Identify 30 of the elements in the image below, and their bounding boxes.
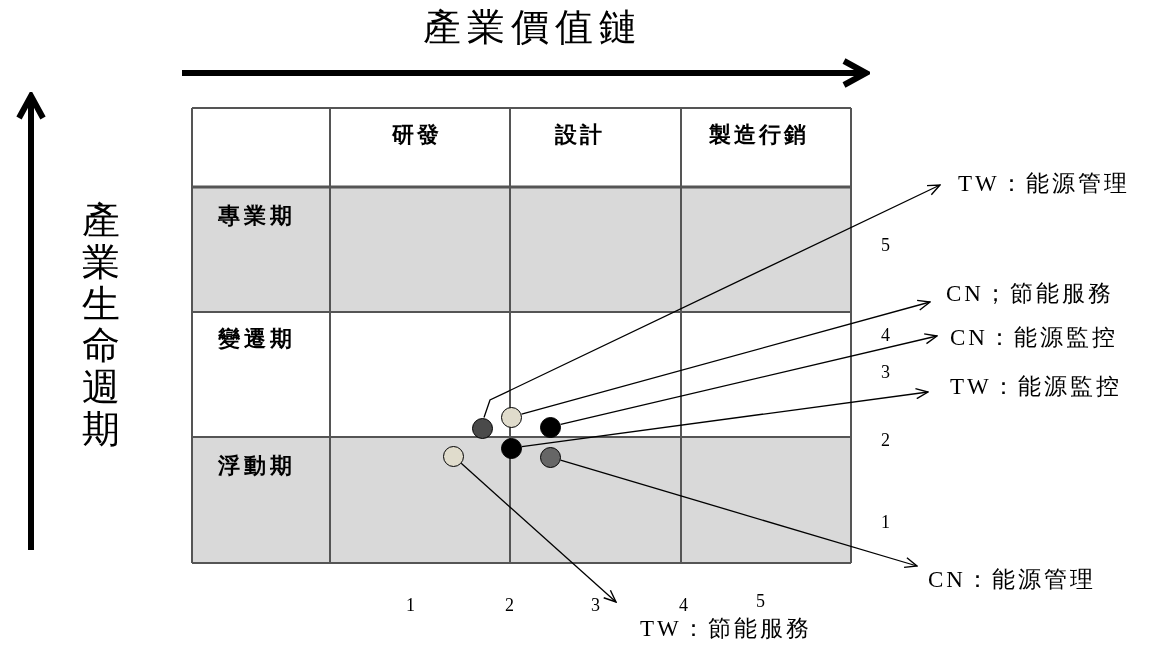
axis-title: 產業價值鏈	[423, 8, 643, 46]
node-label: TW：能源管理	[958, 172, 1130, 195]
scale-number: 2	[881, 431, 890, 449]
row-header: 專業期	[218, 205, 296, 227]
scale-number: 3	[881, 363, 890, 381]
node-label: CN；節能服務	[946, 282, 1114, 305]
scale-number: 3	[591, 596, 600, 614]
arrow	[560, 333, 938, 426]
node-label: TW：節能服務	[640, 617, 812, 640]
column-header: 研發	[392, 124, 442, 146]
scale-number: 5	[881, 236, 890, 254]
arrow	[460, 462, 617, 603]
scale-number: 4	[881, 326, 890, 344]
scale-number: 2	[505, 596, 514, 614]
node-label: TW：能源監控	[950, 375, 1122, 398]
scale-number: 1	[881, 513, 890, 531]
axis-title: 產業生命週期	[82, 200, 120, 451]
node-label: CN：能源管理	[928, 568, 1096, 591]
scale-number: 1	[406, 596, 415, 614]
arrow	[520, 299, 931, 415]
node-label: CN：能源監控	[950, 326, 1118, 349]
row-header: 變遷期	[218, 328, 296, 350]
column-header: 設計	[555, 124, 605, 146]
column-header: 製造行銷	[709, 124, 809, 146]
arrow	[521, 387, 929, 448]
scale-number: 5	[756, 592, 765, 610]
row-header: 浮動期	[218, 455, 296, 477]
arrow	[559, 459, 918, 569]
arrow	[483, 184, 941, 419]
scale-number: 4	[679, 596, 688, 614]
